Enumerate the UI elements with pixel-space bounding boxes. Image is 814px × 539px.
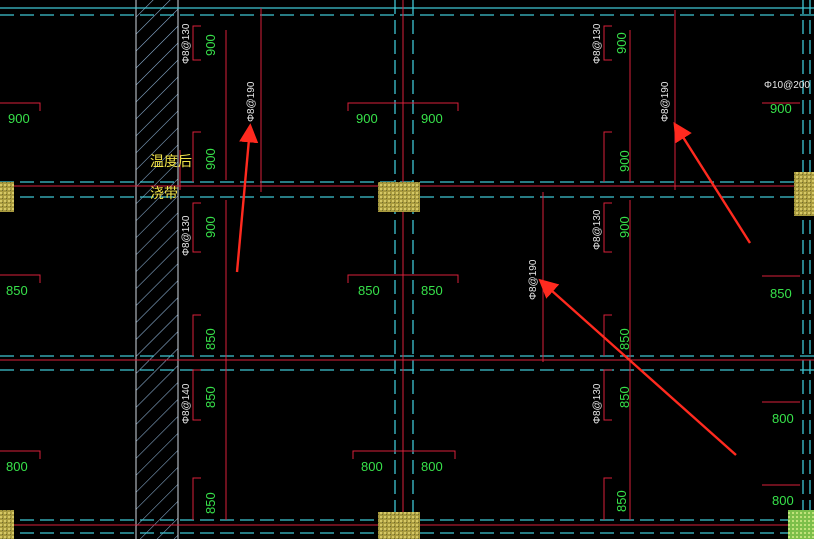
- dimension-label: 800: [772, 493, 794, 508]
- dimension-label: 850: [203, 328, 218, 350]
- dimension-label: 900: [770, 101, 792, 116]
- post-pour-strip: [136, 0, 178, 539]
- dimension-label: 900: [421, 111, 443, 126]
- rebar-callout: Φ8@130: [181, 215, 192, 256]
- dimension-label: 850: [203, 386, 218, 408]
- dimension-label: 850: [617, 386, 632, 408]
- dimension-label: 900: [614, 32, 629, 54]
- dimension-label: 850: [614, 490, 629, 512]
- note-line-1: 温度后: [150, 154, 192, 170]
- rebar-callout: Φ8@190: [246, 81, 257, 122]
- rebar-callout: Φ8@190: [528, 259, 539, 300]
- arrow-1: [235, 123, 259, 273]
- dimension-label: 800: [421, 459, 443, 474]
- rebar-callout: Φ8@130: [592, 383, 603, 424]
- rebar-callout: Φ10@200: [764, 80, 810, 91]
- rebar-callout: Φ8@130: [592, 23, 603, 64]
- column: [378, 182, 420, 212]
- arrow-3: [673, 121, 752, 244]
- rebar-callout: Φ8@190: [660, 81, 671, 122]
- dimension-label: 850: [770, 286, 792, 301]
- column: [794, 172, 814, 216]
- dimension-label: 850: [203, 492, 218, 514]
- rebar-callout: Φ8@140: [181, 383, 192, 424]
- dimension-label: 800: [772, 411, 794, 426]
- dimension-label: 850: [617, 328, 632, 350]
- dimension-label: 850: [358, 283, 380, 298]
- dimension-label: 900: [617, 150, 632, 172]
- dimension-label: 900: [203, 216, 218, 238]
- note-line-2: 浇带: [150, 186, 178, 202]
- arrow-2: [538, 278, 737, 456]
- dimension-label: 900: [203, 148, 218, 170]
- dimension-label: 850: [6, 283, 28, 298]
- dimension-label: 900: [617, 216, 632, 238]
- dimension-label: 800: [361, 459, 383, 474]
- dimension-label: 900: [356, 111, 378, 126]
- dimension-label: 900: [203, 34, 218, 56]
- dimension-label: 900: [8, 111, 30, 126]
- rebar-callout: Φ8@130: [181, 23, 192, 64]
- column: [0, 182, 14, 212]
- column: [0, 510, 14, 539]
- column: [378, 512, 420, 539]
- rebar-callout: Φ8@130: [592, 209, 603, 250]
- annotation-arrows: [235, 121, 752, 456]
- column: [788, 510, 814, 539]
- dimension-label: 800: [6, 459, 28, 474]
- dimension-label: 850: [421, 283, 443, 298]
